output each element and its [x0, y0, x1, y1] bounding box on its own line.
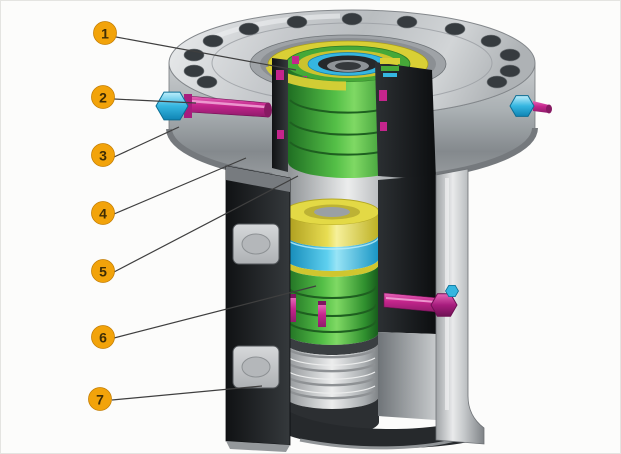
callouts: 1 2 3 4 5 6 7 — [88, 21, 117, 411]
leader-line-6 — [113, 285, 317, 339]
thread-line — [288, 389, 376, 400]
right-bell-inner — [378, 332, 436, 420]
lock-screw-hex-head — [155, 91, 189, 121]
bolt-hole — [499, 48, 521, 62]
thread-line — [288, 357, 376, 366]
callout-number: 2 — [99, 89, 107, 105]
section-bit-cyan — [383, 73, 397, 77]
left-section-column — [225, 165, 291, 452]
callout-number: 7 — [96, 391, 104, 407]
lock-screw-shaft-highlight — [385, 297, 437, 303]
thread-line — [288, 371, 376, 380]
leader-line-2 — [113, 98, 197, 104]
lock-screw-right — [383, 284, 459, 317]
lock-pin-magenta — [318, 301, 326, 307]
bolt-hole — [183, 64, 205, 78]
callout-circle — [91, 259, 115, 283]
bolt-shaft — [533, 101, 549, 113]
section-bit-magenta — [292, 56, 299, 64]
callout-number: 6 — [99, 329, 107, 345]
thread-line — [288, 348, 376, 359]
callout-circle — [93, 21, 117, 45]
lock-screw-tip — [264, 102, 272, 118]
callout-number: 5 — [99, 263, 107, 279]
bore-inner-hole — [335, 62, 361, 70]
bolt-hole — [341, 12, 363, 26]
lock-screw-shaft-highlight — [189, 99, 267, 109]
left-column-foot — [226, 441, 290, 452]
callout-number: 3 — [99, 147, 107, 163]
bolt-hole — [202, 34, 224, 48]
callout-circle — [91, 325, 115, 349]
callout-1: 1 — [93, 21, 117, 45]
flange-bolt-holes — [183, 12, 521, 89]
left-cut-top-cap — [226, 166, 290, 192]
lock-screw-left — [155, 91, 272, 121]
cut-strip — [375, 62, 436, 180]
callout-number: 1 — [101, 25, 109, 41]
section-notch-hole — [241, 233, 271, 255]
section-bit-green — [381, 66, 399, 71]
bolt-hole — [396, 15, 418, 29]
leader-lines — [111, 36, 317, 401]
thread-line — [288, 376, 376, 387]
hanger-groove — [287, 319, 377, 333]
leader-line-3 — [113, 126, 180, 158]
bolt-hole — [238, 22, 260, 36]
lower-band-thin-yellow — [285, 258, 379, 277]
bolt-tip — [546, 104, 552, 114]
callout-4: 4 — [91, 201, 115, 225]
callout-3: 3 — [91, 143, 115, 167]
bolt-hole — [286, 15, 308, 29]
thread-line — [288, 362, 376, 373]
callout-circle — [91, 201, 115, 225]
section-bit-magenta — [380, 122, 387, 131]
lower-band-yellow — [285, 212, 379, 247]
section-bit-yellow — [380, 58, 400, 64]
bolt-hole — [444, 22, 466, 36]
leader-line-1 — [115, 36, 297, 71]
bolt-hex-head — [509, 95, 535, 117]
lower-hanger-green — [285, 264, 379, 345]
callout-7: 7 — [88, 387, 112, 411]
cut-strip — [272, 58, 288, 172]
callout-circle — [88, 387, 112, 411]
lower-band-cyan — [285, 234, 379, 271]
callout-number: 4 — [99, 205, 107, 221]
wellhead-rendering — [155, 9, 552, 452]
right-section-column — [375, 58, 436, 420]
section-notch-hole — [241, 356, 271, 378]
callout-2: 2 — [91, 85, 115, 109]
section-bit-magenta — [276, 70, 284, 80]
lock-pin-magenta — [318, 305, 326, 327]
leader-line-5 — [113, 175, 299, 273]
callout-circle — [91, 143, 115, 167]
bottom-rim-dark — [290, 412, 468, 449]
left-flange-cut-strip — [272, 56, 299, 172]
flange-bolt-right — [509, 95, 552, 117]
lock-pin-magenta — [287, 298, 296, 322]
lock-screw-nut-cyan — [445, 284, 459, 298]
bolt-hole — [499, 64, 521, 78]
left-cut-face — [225, 165, 291, 446]
callout-6: 6 — [91, 325, 115, 349]
lower-hanger-assembly — [284, 198, 380, 355]
hanger-groove — [287, 285, 377, 299]
leader-line-4 — [113, 157, 247, 215]
leader-line-7 — [111, 385, 263, 401]
lower-seal-tube — [314, 207, 350, 217]
lock-pin-magenta — [287, 294, 296, 300]
callout-circle — [91, 85, 115, 109]
bolt-hole — [486, 75, 508, 89]
thread-line — [288, 385, 376, 394]
lower-hanger-base-dark — [285, 332, 379, 355]
bolt-hole — [480, 34, 502, 48]
callout-5: 5 — [91, 259, 115, 283]
bolt-hole — [196, 75, 218, 89]
section-bit-magenta — [379, 90, 387, 101]
section-bit-magenta — [277, 130, 284, 139]
